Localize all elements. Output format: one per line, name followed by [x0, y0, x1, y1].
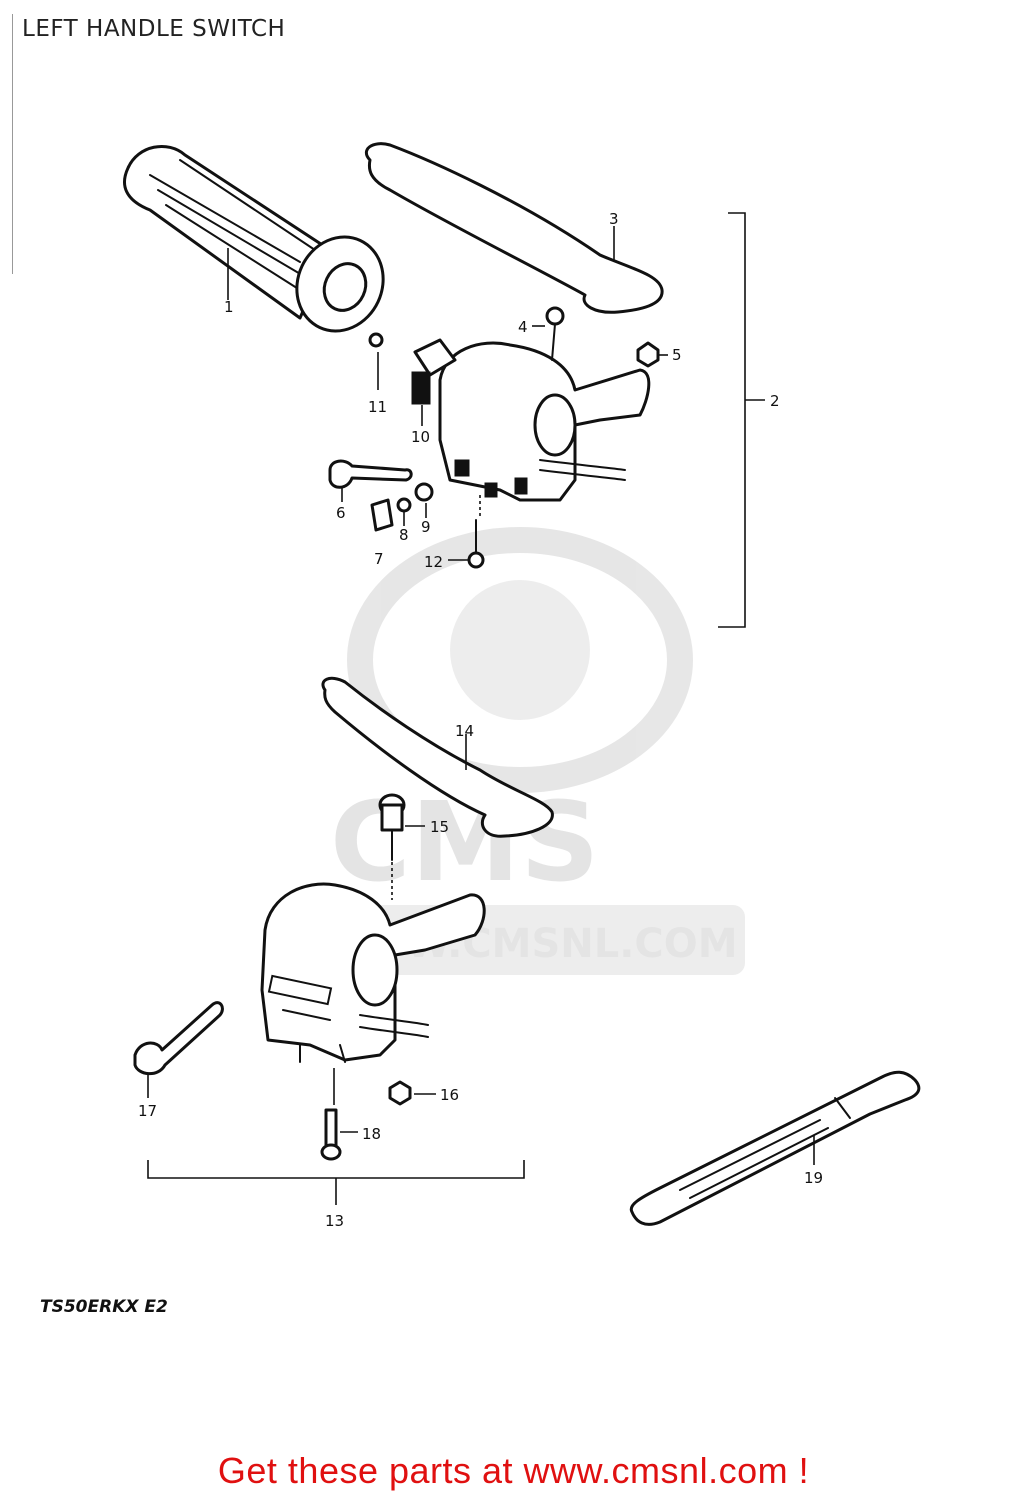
label-part-13: 13 — [325, 1212, 344, 1230]
lever-part-3 — [364, 142, 664, 314]
scan-edge-line — [12, 14, 13, 274]
label-part-11: 11 — [368, 398, 387, 416]
label-part-2: 2 — [770, 392, 780, 410]
label-part-9: 9 — [421, 518, 431, 536]
label-part-16: 16 — [440, 1086, 459, 1104]
label-part-18: 18 — [362, 1125, 381, 1143]
label-part-10: 10 — [411, 428, 430, 446]
small-parts-lower — [133, 1001, 436, 1161]
label-part-14: 14 — [455, 722, 474, 740]
bracket-part-13 — [147, 1160, 525, 1205]
label-part-7: 7 — [374, 550, 384, 568]
label-part-4: 4 — [518, 318, 528, 336]
cable-tie-part-19 — [629, 1070, 921, 1226]
label-part-3: 3 — [609, 210, 619, 228]
small-parts-upper — [328, 306, 668, 569]
model-code: TS50ERKX E2 — [40, 1297, 168, 1317]
part-labels: 1 2 3 4 5 6 7 8 9 10 11 12 13 14 15 16 1… — [138, 210, 823, 1230]
label-part-6: 6 — [336, 504, 346, 522]
switch-housing-lower — [260, 882, 486, 1063]
grip-part — [123, 145, 385, 333]
screw-part-15 — [378, 793, 425, 900]
label-part-19: 19 — [804, 1169, 823, 1187]
footer-parts-link[interactable]: Get these parts at www.cmsnl.com ! — [217, 1450, 810, 1491]
lever-part-14 — [321, 676, 554, 838]
label-part-15: 15 — [430, 818, 449, 836]
label-part-5: 5 — [672, 346, 682, 364]
label-part-12: 12 — [424, 553, 443, 571]
diagram-title: LEFT HANDLE SWITCH — [22, 16, 286, 42]
switch-housing-upper — [411, 338, 651, 502]
label-part-1: 1 — [224, 298, 234, 316]
label-part-8: 8 — [399, 526, 409, 544]
label-part-17: 17 — [138, 1102, 157, 1120]
bracket-part-2 — [718, 212, 765, 628]
